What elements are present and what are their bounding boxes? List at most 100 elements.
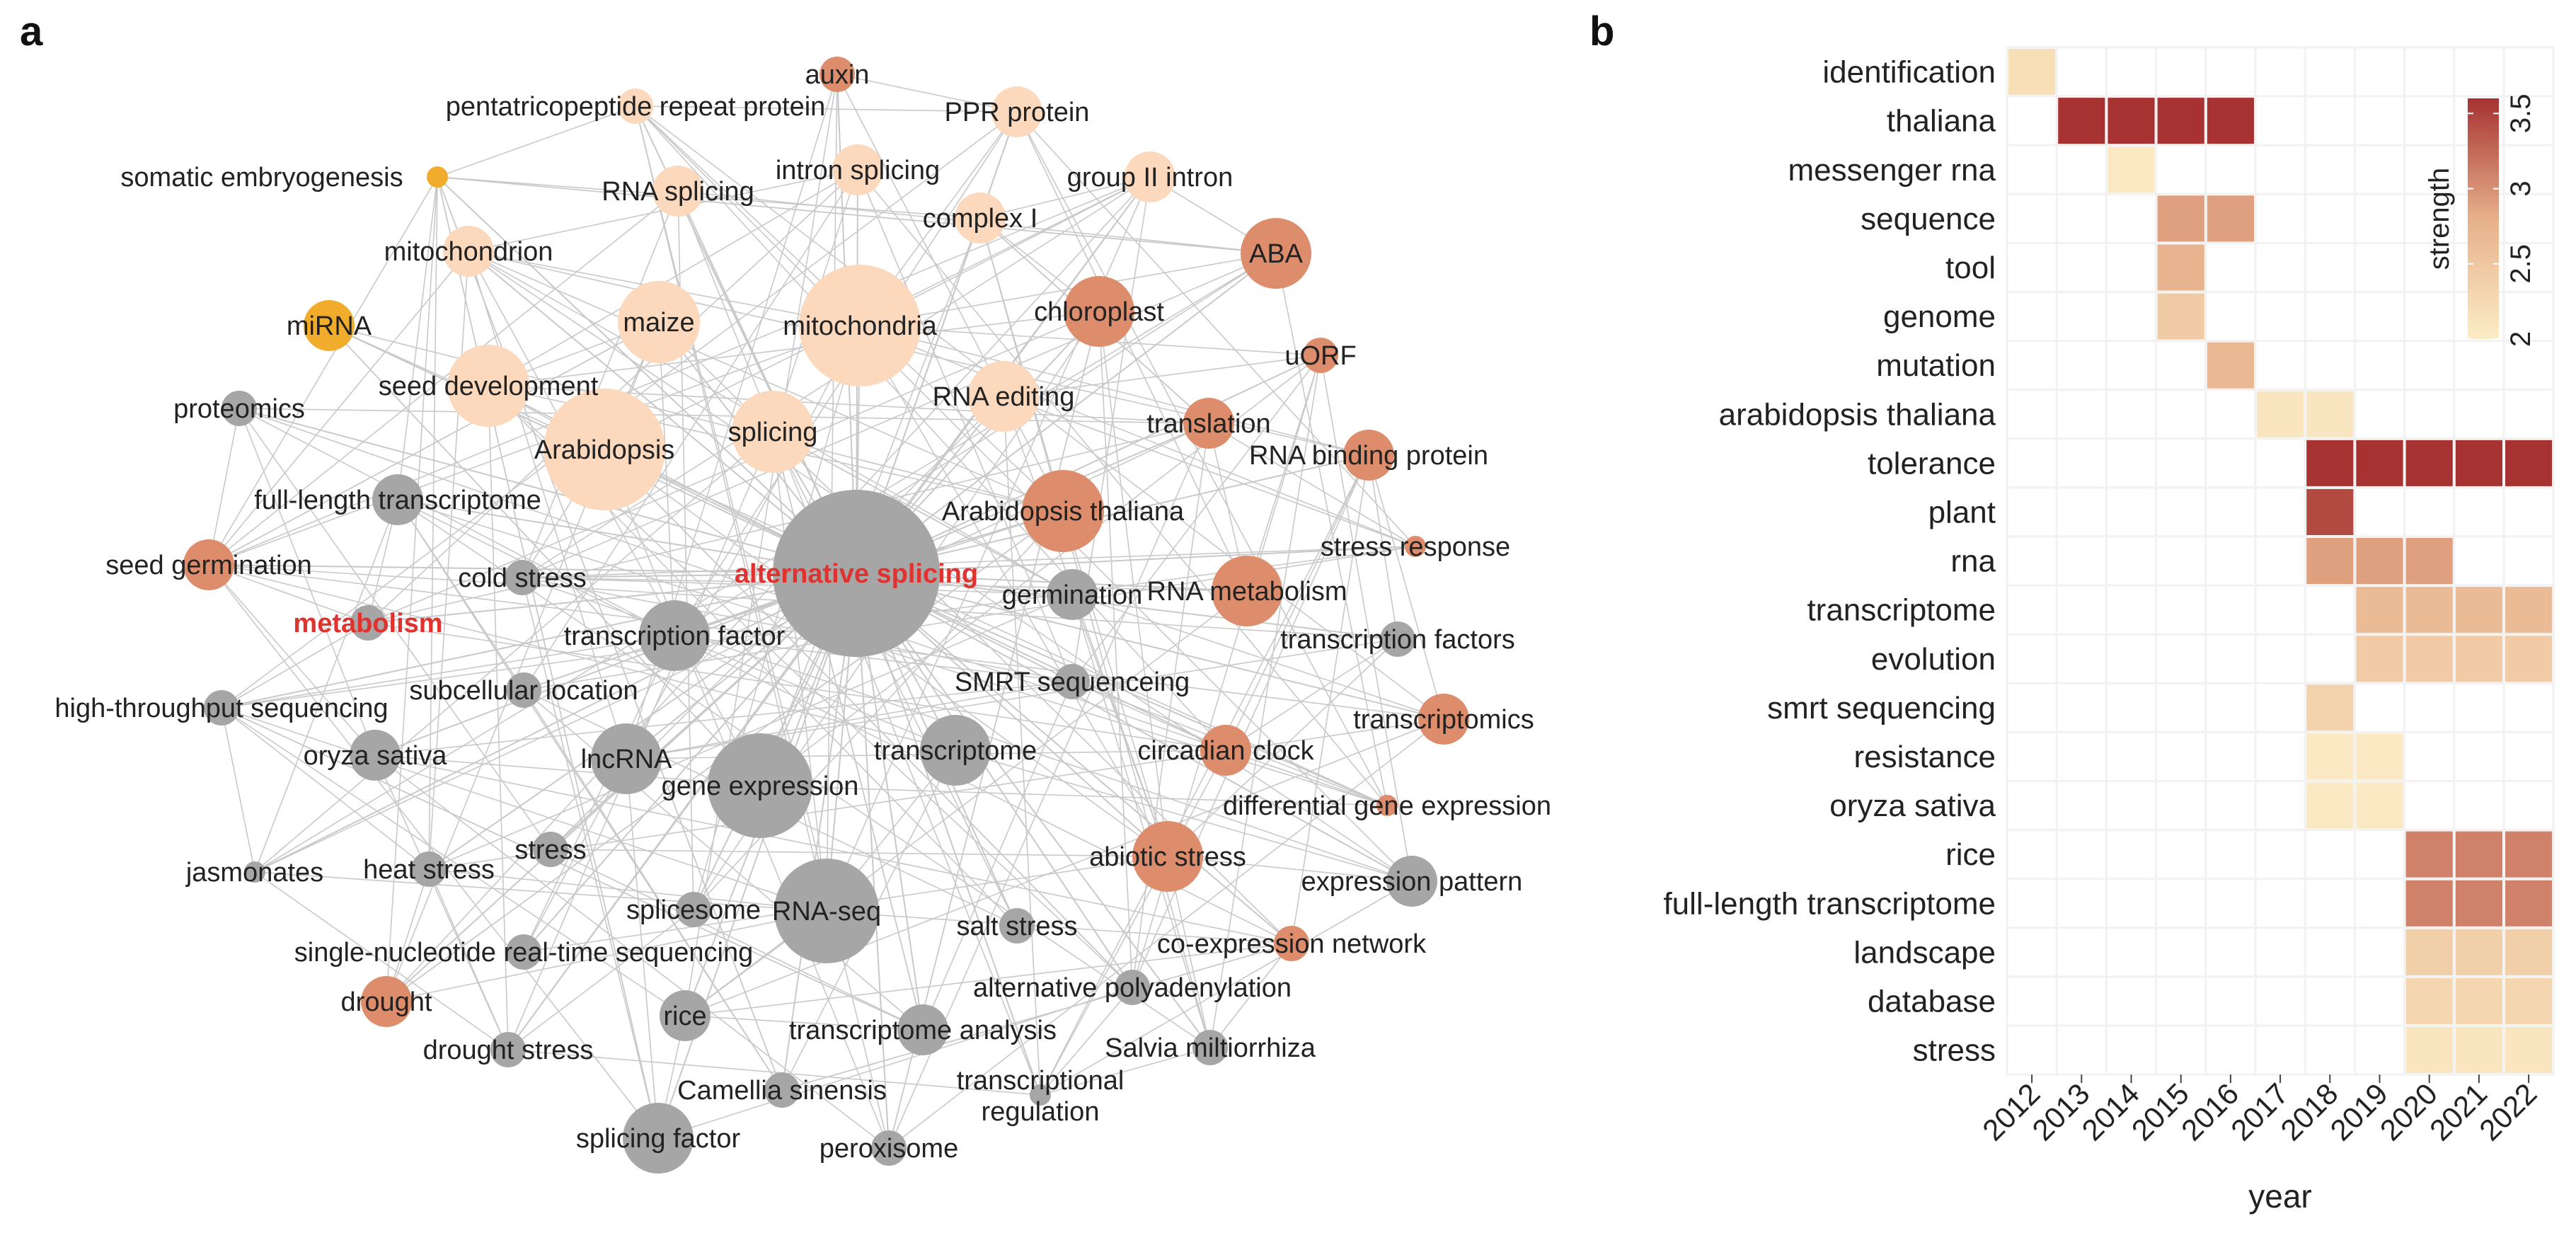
network-node-transcription-factors	[1380, 621, 1415, 657]
heatmap-row-label: landscape	[1853, 935, 1996, 970]
network-edge	[1098, 311, 1133, 988]
heatmap-empty-cell	[2353, 1024, 2406, 1076]
heatmap-row-label: tolerance	[1868, 446, 1996, 481]
network-edge	[328, 325, 1064, 512]
heatmap-row-label: transcriptome	[1807, 593, 1996, 628]
network-labels: alternative splicingmetabolismauxinpenta…	[54, 60, 1551, 1164]
heatmap-empty-cell	[2502, 193, 2555, 244]
network-edge	[488, 385, 509, 1050]
network-label-germination: germination	[1002, 580, 1143, 610]
legend-tick-label: 2	[2505, 331, 2536, 347]
heatmap-empty-cell	[2155, 633, 2207, 684]
network-edge	[922, 681, 1073, 1031]
network-node-transcriptomics	[1418, 694, 1469, 745]
heatmap-empty-cell	[2204, 975, 2257, 1027]
heatmap-empty-cell	[2155, 730, 2207, 783]
network-edge	[468, 251, 1064, 512]
network-edge	[374, 755, 509, 1050]
network-edge	[693, 510, 1064, 910]
heatmap-empty-cell	[2204, 437, 2257, 489]
heatmap-cell	[2257, 391, 2304, 437]
heatmap-empty-cell	[2006, 633, 2058, 684]
heatmap-empty-cell	[2204, 46, 2257, 98]
heatmap-empty-cell	[2155, 584, 2207, 636]
network-edge	[208, 408, 240, 566]
network-node-subcellular-location	[506, 672, 541, 708]
heatmap-row-label: stress	[1913, 1033, 1996, 1068]
network-node-arabidopsis-thaliana	[1022, 470, 1104, 552]
heatmap-empty-cell	[2204, 291, 2257, 343]
network-label-transcriptome: transcriptome	[874, 736, 1037, 766]
network-node-cold-stress	[505, 560, 540, 595]
network-edge	[254, 499, 398, 873]
network-edge	[468, 251, 761, 786]
network-edge	[208, 564, 376, 756]
network-node-transcriptome-analysis	[897, 1004, 948, 1055]
network-node-mitochondrion	[443, 226, 494, 277]
network-label-salvia-miltiorrhiza: Salvia miltiorrhiza	[1105, 1033, 1316, 1063]
network-label-stress: stress	[514, 835, 586, 865]
heatmap-row-label: smrt sequencing	[1767, 691, 1996, 726]
heatmap-empty-cell	[2502, 291, 2555, 343]
heatmap-empty-cell	[2353, 95, 2406, 147]
network-edge	[221, 707, 924, 1031]
heatmap-cell	[2455, 831, 2502, 878]
network-edge	[221, 707, 827, 912]
network-node-aba	[1241, 218, 1311, 289]
heatmap-cell	[2455, 587, 2502, 633]
network-edge	[208, 251, 469, 566]
heatmap-empty-cell	[2403, 486, 2456, 538]
heatmap-cell	[2306, 684, 2354, 731]
heatmap-empty-cell	[2254, 927, 2306, 978]
network-edge	[979, 176, 1151, 219]
legend-tick-label: 3	[2505, 180, 2536, 196]
network-edge	[1016, 111, 1248, 592]
network-node-rna-binding-protein	[1343, 430, 1394, 481]
heatmap-empty-cell	[2105, 437, 2158, 489]
heatmap-empty-cell	[2055, 1024, 2108, 1076]
network-edge	[1003, 396, 1168, 857]
network-node-transcriptional-regulation	[1030, 1084, 1051, 1106]
heatmap-empty-cell	[2204, 1024, 2257, 1076]
heatmap-row-label: genome	[1883, 299, 1996, 334]
heatmap-cell	[2505, 880, 2553, 927]
heatmap-cell	[2505, 929, 2553, 975]
heatmap-empty-cell	[2304, 193, 2356, 244]
heatmap-x-tick-label: 2018	[2274, 1077, 2344, 1147]
network-edge	[658, 321, 675, 636]
heatmap-empty-cell	[2006, 780, 2058, 832]
heatmap-empty-cell	[2254, 241, 2306, 293]
network-edge	[657, 987, 1133, 1139]
heatmap-cell	[2455, 1027, 2502, 1074]
legend-title: strength	[2424, 168, 2455, 270]
heatmap-x-tick-label: 2013	[2025, 1077, 2095, 1147]
heatmap-empty-cell	[2105, 241, 2158, 293]
network-label-transcriptomics: transcriptomics	[1353, 705, 1534, 735]
network-edge	[238, 408, 1209, 424]
network-edge	[221, 622, 369, 709]
heatmap-empty-cell	[2453, 730, 2505, 783]
network-edge	[428, 594, 1073, 870]
heatmap-cell	[2455, 880, 2502, 927]
network-node-lncrna	[591, 723, 662, 794]
network-label-maize: maize	[623, 308, 694, 338]
network-edge	[428, 868, 827, 912]
network-label-proteomics: proteomics	[173, 394, 305, 424]
network-label-mirna: miRNA	[287, 311, 372, 341]
heatmap-cell	[2405, 977, 2453, 1024]
heatmap-cell	[2505, 440, 2553, 486]
network-edge	[635, 105, 1018, 113]
network-edge	[254, 253, 1277, 873]
panel-b-letter: b	[1589, 8, 1614, 55]
heatmap-empty-cell	[2155, 682, 2207, 733]
heatmap-empty-cell	[2254, 193, 2306, 244]
network-edge	[1209, 943, 1292, 1048]
network-edge	[523, 689, 924, 1031]
heatmap-empty-cell	[2055, 291, 2108, 343]
network-label-somatic-embryogenesis: somatic embryogenesis	[120, 163, 403, 193]
heatmap-empty-cell	[2006, 340, 2058, 391]
heatmap-cell	[2108, 147, 2155, 193]
heatmap-empty-cell	[2055, 486, 2108, 538]
heatmap-cell	[2058, 98, 2105, 144]
heatmap-empty-cell	[2403, 291, 2456, 343]
